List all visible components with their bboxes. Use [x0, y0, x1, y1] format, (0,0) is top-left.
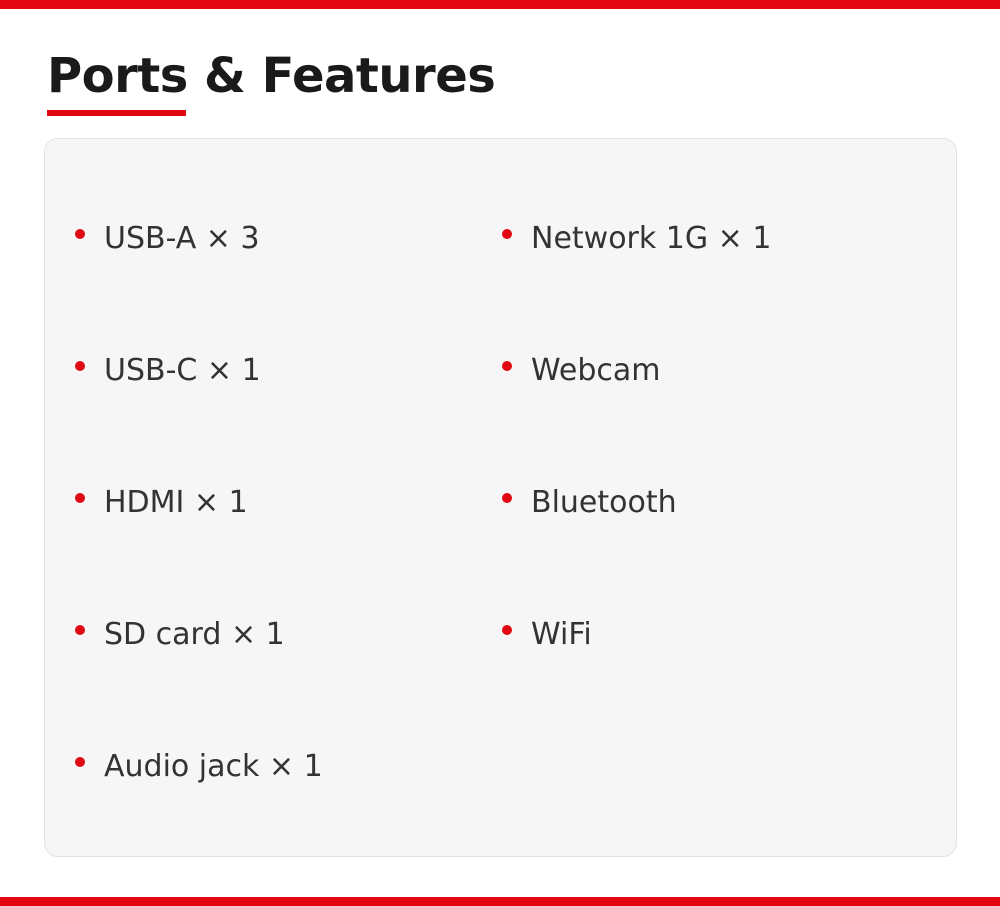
feature-item-label: USB-C × 1: [104, 353, 261, 388]
features-panel: USB-A × 3 USB-C × 1 HDMI × 1 SD card × 1…: [44, 138, 957, 857]
feature-item-label: WiFi: [531, 617, 592, 652]
top-accent-bar: [0, 0, 1000, 9]
feature-item: USB-A × 3: [45, 219, 260, 259]
bottom-accent-bar: [0, 897, 1000, 906]
feature-item: WiFi: [472, 615, 592, 655]
feature-item-label: HDMI × 1: [104, 485, 248, 520]
feature-item: SD card × 1: [45, 615, 285, 655]
feature-item: Webcam: [472, 351, 661, 391]
bullet-dot-icon: [502, 493, 512, 503]
feature-item: Bluetooth: [472, 483, 677, 523]
feature-item-label: USB-A × 3: [104, 221, 260, 256]
feature-item: HDMI × 1: [45, 483, 248, 523]
bullet-dot-icon: [75, 757, 85, 767]
bullet-dot-icon: [502, 361, 512, 371]
bullet-dot-icon: [502, 625, 512, 635]
feature-item-label: Bluetooth: [531, 485, 677, 520]
feature-item-label: Webcam: [531, 353, 661, 388]
feature-item-label: Network 1G × 1: [531, 221, 772, 256]
feature-item: Audio jack × 1: [45, 747, 323, 787]
bullet-dot-icon: [502, 229, 512, 239]
page-title: Ports & Features: [47, 48, 496, 104]
title-underline: [47, 110, 186, 116]
bullet-dot-icon: [75, 229, 85, 239]
bullet-dot-icon: [75, 493, 85, 503]
bullet-dot-icon: [75, 361, 85, 371]
feature-item: Network 1G × 1: [472, 219, 771, 259]
feature-item-label: SD card × 1: [104, 617, 285, 652]
bullet-dot-icon: [75, 625, 85, 635]
feature-item-label: Audio jack × 1: [104, 749, 323, 784]
feature-item: USB-C × 1: [45, 351, 261, 391]
